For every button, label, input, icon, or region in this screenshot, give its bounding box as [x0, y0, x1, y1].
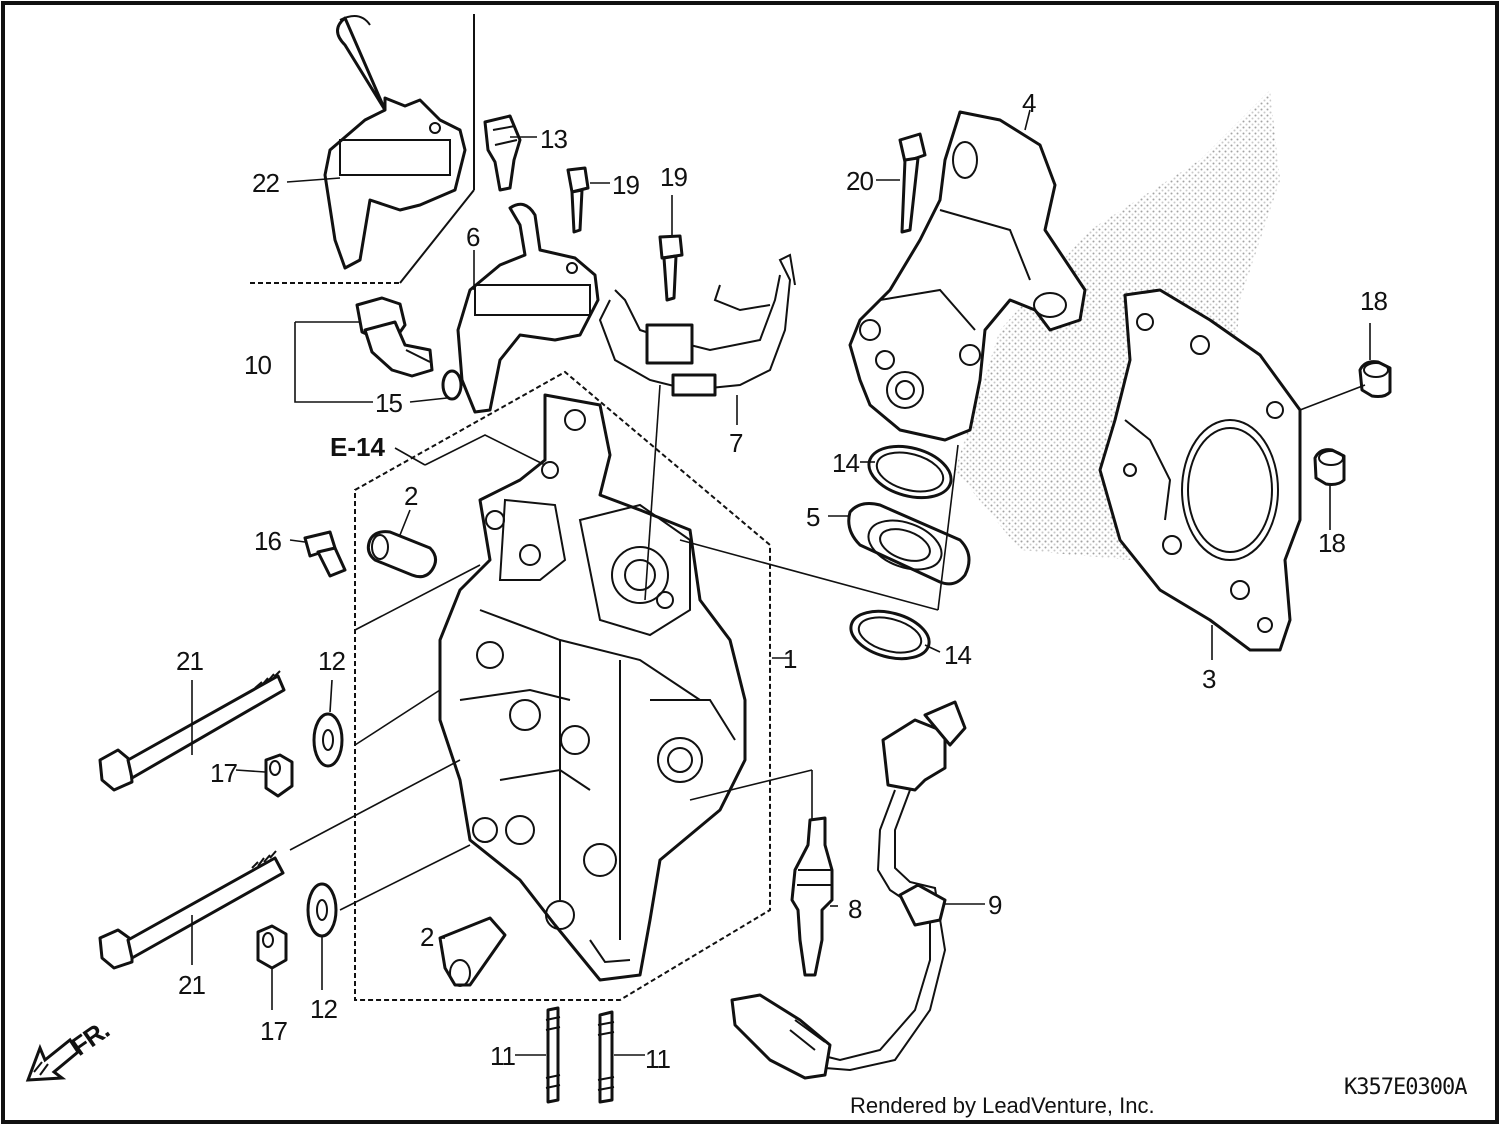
part-15-o-ring	[441, 369, 463, 401]
diagram-code: K357E0300A	[1344, 1075, 1467, 1100]
part-12-washer-a	[312, 712, 344, 768]
callout-7: 7	[729, 428, 743, 458]
callout-15: 15	[375, 388, 402, 418]
part-18-dowel-b	[1313, 448, 1346, 486]
rendered-by-credit: Rendered by LeadVenture, Inc.	[850, 1093, 1155, 1118]
part-21-bolt-b	[98, 850, 285, 970]
reference-label: E-14	[330, 432, 385, 462]
part-6-bracket	[456, 202, 600, 414]
callout-21-lower: 21	[178, 970, 205, 1000]
part-19-bolt-a	[566, 166, 590, 234]
part-16-bolt	[303, 530, 347, 578]
callout-20: 20	[846, 166, 873, 196]
callout-8: 8	[848, 894, 862, 924]
part-3-gasket	[1098, 288, 1302, 652]
callout-19-left: 19	[612, 170, 639, 200]
callout-17-lower: 17	[260, 1016, 287, 1046]
callout-11-right: 11	[645, 1044, 671, 1074]
leader-lines	[191, 109, 1371, 1056]
part-2-dowel-a	[366, 530, 437, 579]
part-17-nut-b	[256, 924, 288, 970]
part-19-bolt-b	[658, 234, 684, 302]
callout-12-lower: 12	[310, 994, 337, 1024]
part-10-sensor	[355, 296, 434, 378]
callout-3: 3	[1202, 664, 1216, 694]
part-12-washer-b	[306, 882, 338, 938]
callout-18-upper: 18	[1360, 286, 1387, 316]
callout-19-right: 19	[660, 162, 687, 192]
callout-18-lower: 18	[1318, 528, 1345, 558]
callout-14-lower: 14	[944, 640, 971, 670]
callout-21-upper: 21	[176, 646, 203, 676]
part-21-bolt-a	[98, 670, 286, 792]
part-11-stud-b	[597, 1010, 615, 1104]
part-8-spark-plug	[790, 816, 834, 977]
part-13-sensor	[483, 114, 522, 192]
callout-5: 5	[806, 502, 820, 532]
part-17-nut-a	[264, 753, 294, 798]
callout-16: 16	[254, 526, 281, 556]
part-14-o-ring-a	[867, 444, 953, 500]
part-9-sensor	[730, 700, 967, 1080]
part-7-clamp	[598, 253, 796, 397]
part-22-bracket	[250, 14, 475, 284]
part-14-o-ring-b	[849, 609, 931, 661]
front-direction-arrow-icon	[25, 1037, 80, 1082]
callout-12-upper: 12	[318, 646, 345, 676]
part-2-dowel-b	[438, 916, 507, 987]
part-20-bolt	[898, 132, 927, 234]
callout-1: 1	[783, 644, 797, 674]
part-11-stud-a	[545, 1006, 561, 1104]
part-4-manifold	[848, 110, 1087, 442]
callout-4: 4	[1022, 88, 1036, 118]
callout-2-upper: 2	[404, 481, 418, 511]
callout-6: 6	[466, 222, 480, 252]
callout-22: 22	[252, 168, 279, 198]
part-5-insulator	[847, 502, 971, 586]
callout-9: 9	[988, 890, 1002, 920]
callout-13: 13	[540, 124, 567, 154]
callout-2-lower: 2	[420, 922, 434, 952]
callout-labels: 1 2 2 3 4 5 6 7 8 9 10 11 11 12 12 13 14…	[176, 88, 1388, 1074]
callout-11-left: 11	[490, 1041, 516, 1071]
callout-14-upper: 14	[832, 448, 859, 478]
part-18-dowel-a	[1358, 360, 1392, 398]
part-1-cylinder-head	[354, 370, 771, 1001]
callout-10: 10	[244, 350, 271, 380]
callout-17-upper: 17	[210, 758, 237, 788]
